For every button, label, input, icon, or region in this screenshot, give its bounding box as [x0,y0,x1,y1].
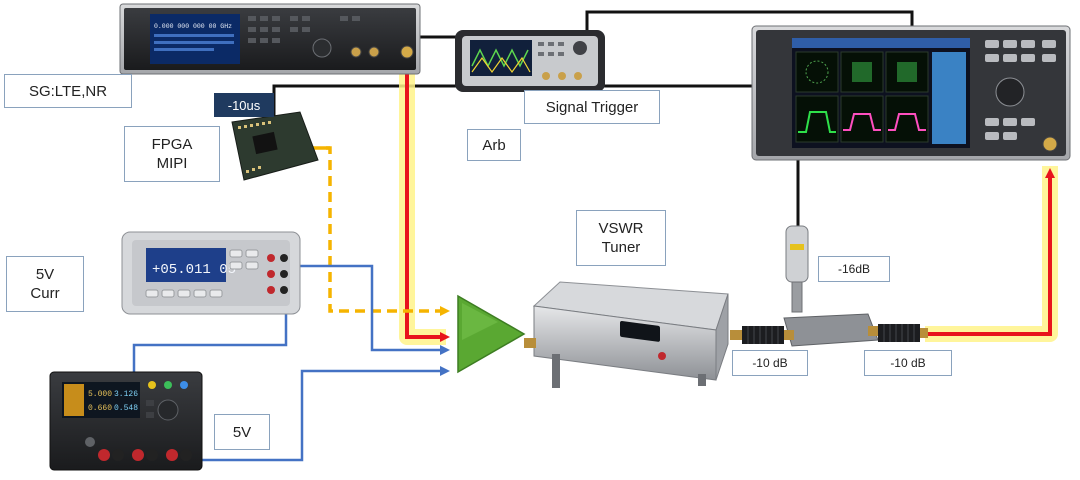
amplifier-dut [457,294,526,374]
label-signal-generator: SG:LTE,NR [4,74,132,108]
label-arb: Arb [467,129,521,161]
digital-multimeter: +05.011 05 [121,231,301,315]
attenuator-right [878,324,928,342]
psu-reading-3: 3.126 [114,390,138,399]
signal-generator: 0.000 000 000 00 GHz [119,3,421,75]
dmm-screen [146,248,226,282]
trigger-cable-arb-to-analyzer [585,10,914,45]
label-5v-curr: 5V Curr [6,256,84,312]
fpga-board [231,111,319,181]
label-5v: 5V [214,414,270,450]
sg-frequency-text: 0.000 000 000 00 GHz [154,23,232,30]
label-coupler-port: -16dB [818,256,890,282]
dmm-reading: +05.011 05 [152,262,236,278]
sg-screen [150,14,240,64]
power-sensor [785,225,809,313]
directional-coupler [783,313,879,347]
psu-reading-4: 0.548 [114,404,138,413]
mipi-control-path [278,143,450,316]
attenuator-left [730,326,784,344]
label-fpga-mipi: FPGA MIPI [124,126,220,182]
dc-path-psu-to-amp [180,366,450,462]
label-atten-right: -10 dB [864,350,952,376]
power-supply: 5.000 0.660 3.126 0.548 [49,371,203,471]
signal-analyzer [751,25,1071,161]
analyzer-rf-input-connector [1042,136,1058,152]
psu-reading-2: 0.660 [88,404,112,413]
dc-path-dmm-to-amp [298,264,450,355]
psu-reading-1: 5.000 [88,390,112,399]
arb-generator [455,30,605,92]
label-signal-trigger: Signal Trigger [524,90,660,124]
rf-path-sg-to-amp [399,62,450,345]
vswr-tuner [524,281,729,388]
label-atten-left: -10 dB [732,350,808,376]
rf-path-atten-to-analyzer [925,166,1058,342]
sg-rf-output-connector [400,45,414,59]
label-trigger-delay: -10us [214,93,274,117]
label-vswr-tuner: VSWR Tuner [576,210,666,266]
trigger-cable-analyzer-to-fpga [272,84,795,118]
